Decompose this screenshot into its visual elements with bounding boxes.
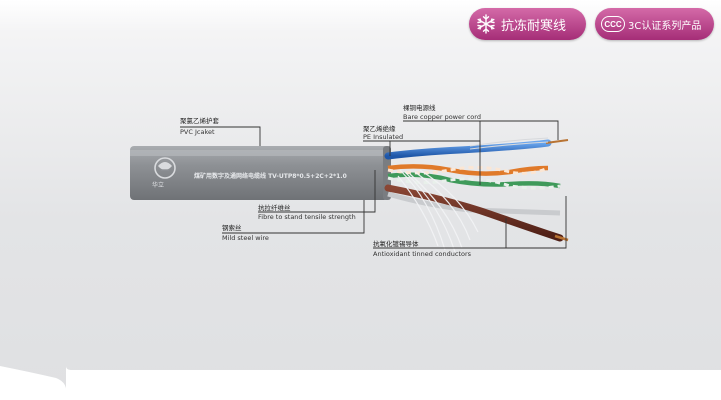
pe-insulated-label-en: PE Insulated [363, 133, 404, 141]
cable-brand-text: 华立 [152, 182, 165, 189]
ccc-mark-icon: CCC [601, 16, 625, 32]
fibre-label-cn: 抗拉纤维丝 [258, 204, 291, 212]
tinned-conductor-label-cn: 抗氧化镀锡导体 [373, 240, 419, 248]
blue-wire-tip [545, 139, 569, 144]
cold-resistant-label: 抗冻耐寒线 [501, 18, 567, 34]
tinned-conductor-label-en: Antioxidant tinned conductors [373, 250, 472, 258]
steel-wire-label-en: Mild steel wire [222, 234, 269, 242]
fibre-bundle [397, 169, 479, 253]
pvc-jacket-label-cn: 聚氯乙烯护套 [180, 117, 219, 125]
steel-wire-label-cn: 钢索丝 [222, 224, 242, 232]
cable-print-text: 煤矿用数字及通网络电缆线 TV-UTP8*0.5+2C+2*1.0 [194, 173, 347, 180]
brand-logo [154, 157, 176, 179]
snowflake-icon [477, 14, 495, 34]
bottom-panel [0, 366, 721, 400]
cold-resistant-badge: 抗冻耐寒线 [469, 8, 586, 40]
bare-copper-strands [469, 137, 549, 150]
certification-label: 3C认证系列产品 [628, 20, 702, 32]
callout-lines [180, 120, 567, 249]
pvc-jacket-label-en: PVC Jcaket [180, 128, 215, 136]
fibre-label-en: Fibre to stand tensile strength [258, 213, 356, 221]
pe-insulated-label-cn: 聚乙烯绝缘 [363, 125, 396, 133]
blue-wire [384, 139, 552, 160]
bare-copper-label-en: Bare copper power cord [403, 113, 481, 121]
certification-badge: CCC 3C认证系列产品 [595, 8, 714, 40]
bare-copper-label-cn: 裸铜电源线 [403, 104, 436, 112]
